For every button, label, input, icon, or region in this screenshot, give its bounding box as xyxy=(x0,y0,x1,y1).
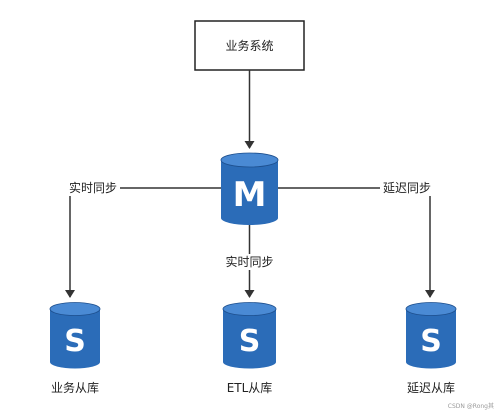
delayed-slave-letter: S xyxy=(420,324,442,359)
etl-slave-label: ETL从库 xyxy=(227,380,273,395)
master-db-letter: M xyxy=(233,175,267,215)
business-system-label: 业务系统 xyxy=(225,38,273,53)
edge-label-bg-left xyxy=(66,180,120,196)
business-slave-cylinder: S xyxy=(49,302,101,369)
edge-label-to-business: 实时同步 xyxy=(69,180,117,195)
watermark: CSDN @Rong其 xyxy=(448,402,494,410)
edge-label-bg-middle xyxy=(222,254,276,270)
delayed-slave-cylinder: S xyxy=(405,302,457,369)
etl-slave-cylinder: S xyxy=(222,302,277,369)
edge-label-bg-right xyxy=(380,180,434,196)
etl-slave-letter: S xyxy=(239,324,261,359)
business-system-box xyxy=(194,20,305,71)
business-system-node: 业务系统 xyxy=(194,20,305,71)
edge-label-to-etl: 实时同步 xyxy=(225,254,273,269)
business-slave-label: 业务从库 xyxy=(51,380,99,395)
master-db-cylinder: M xyxy=(220,152,279,226)
delayed-slave-label: 延迟从库 xyxy=(407,380,455,395)
edge-label-to-delayed: 延迟同步 xyxy=(383,181,431,195)
business-slave-letter: S xyxy=(64,324,86,359)
